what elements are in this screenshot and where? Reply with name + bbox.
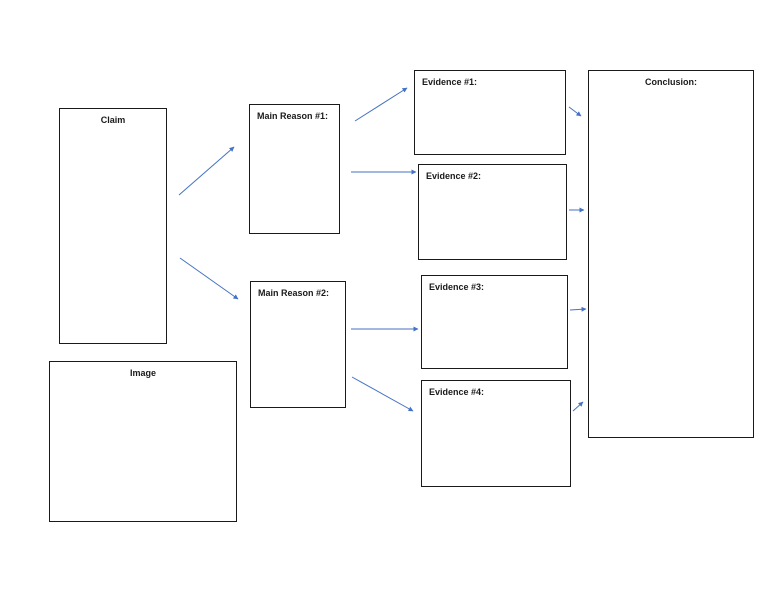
evidence-4-label: Evidence #4: — [429, 387, 485, 397]
image-label: Image — [129, 368, 156, 378]
conclusion-label: Conclusion: — [645, 77, 697, 87]
image-box: Image — [49, 361, 237, 522]
arrow-evidence-3-to-conclusion — [569, 306, 587, 312]
evidence-3-label: Evidence #3: — [429, 282, 485, 292]
arrow-evidence-4-to-conclusion — [572, 401, 584, 412]
arrow-reason-1-to-evidence-1 — [354, 87, 408, 122]
arrow-evidence-1-to-conclusion — [568, 106, 582, 117]
arrow-claim-to-reason-1 — [178, 146, 235, 196]
main-reason-2-box: Main Reason #2: — [250, 281, 346, 408]
evidence-1-label: Evidence #1: — [422, 77, 478, 87]
evidence-1-box: Evidence #1: — [414, 70, 566, 155]
conclusion-box: Conclusion: — [588, 70, 754, 438]
main-reason-2-label: Main Reason #2: — [258, 288, 330, 298]
evidence-4-box: Evidence #4: — [421, 380, 571, 487]
claim-box: Claim — [59, 108, 167, 344]
main-reason-1-box: Main Reason #1: — [249, 104, 340, 234]
arrow-reason-2-to-evidence-4 — [351, 376, 414, 412]
evidence-3-box: Evidence #3: — [421, 275, 568, 369]
arrow-claim-to-reason-2 — [179, 257, 239, 300]
evidence-2-label: Evidence #2: — [426, 171, 482, 181]
main-reason-1-label: Main Reason #1: — [257, 111, 329, 121]
claim-label: Claim — [100, 115, 126, 125]
evidence-2-box: Evidence #2: — [418, 164, 567, 260]
